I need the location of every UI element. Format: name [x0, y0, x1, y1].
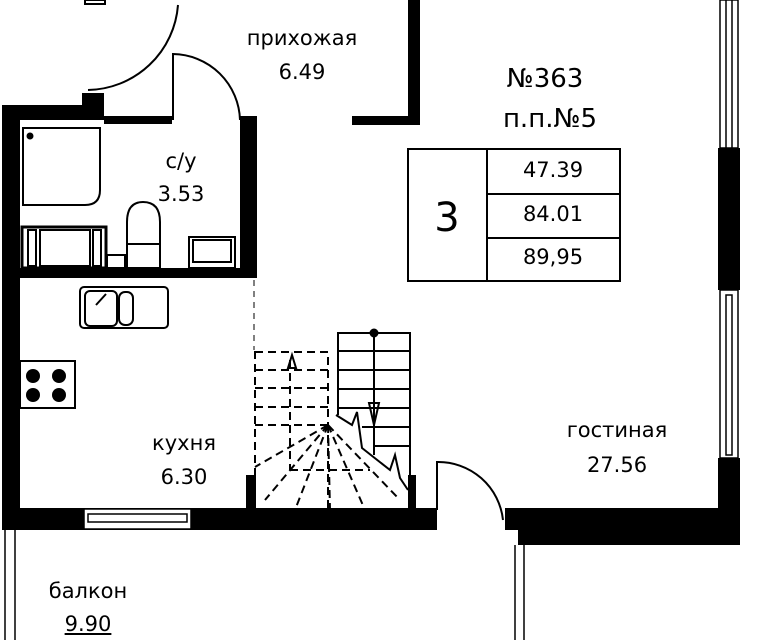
room-name-hallway: прихожая	[246, 26, 358, 50]
apartment-number: №363	[506, 64, 584, 94]
room-area-bathroom: 3.53	[157, 182, 205, 206]
living-area: 47.39	[522, 158, 584, 182]
room-area-hallway: 6.49	[278, 60, 326, 84]
doors	[84, 0, 504, 521]
room-name-kitchen: кухня	[152, 431, 216, 455]
windows	[83, 0, 739, 530]
apartment-info-table	[407, 148, 621, 282]
room-name-bathroom: с/у	[165, 149, 197, 173]
total-area-with-balcony: 89,95	[522, 245, 584, 269]
kitchen-fixtures	[19, 280, 255, 409]
building-number: п.п.№5	[502, 104, 598, 134]
balcony-railing	[4, 530, 525, 640]
room-name-balcony: балкон	[48, 579, 128, 603]
room-area-living: 27.56	[586, 453, 648, 477]
room-area-kitchen: 6.30	[160, 465, 208, 489]
room-area-balcony: 9.90	[64, 612, 112, 636]
total-area: 84.01	[522, 202, 584, 226]
room-name-living: гостиная	[566, 418, 668, 442]
rooms-count: 3	[434, 195, 460, 241]
bathroom-fixtures	[20, 127, 236, 270]
staircase	[254, 328, 411, 511]
